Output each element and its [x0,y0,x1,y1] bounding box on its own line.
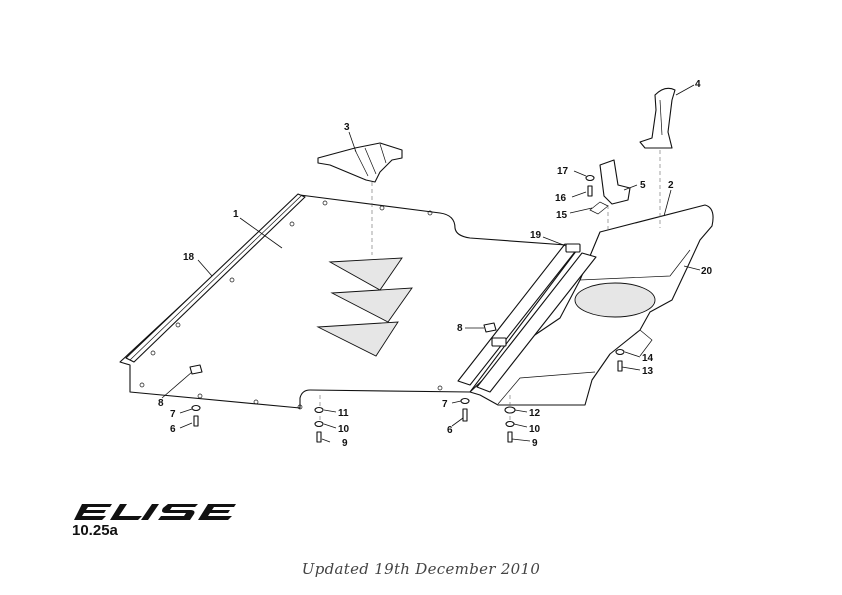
callout-6-left: 6 [170,424,176,435]
callout-13: 13 [642,366,654,377]
callout-7-left: 7 [170,409,176,420]
callout-16: 16 [555,193,567,204]
leader-lines [161,84,701,443]
callout-2: 2 [668,180,674,191]
page-reference: 10.25a [72,522,118,539]
update-note: Updated 19th December 2010 [301,560,541,578]
clip-centre [483,322,497,333]
upright-bracket [639,87,676,149]
callout-17: 17 [557,166,569,177]
assembly-lines [319,150,661,420]
front-bracket [317,142,403,183]
callout-6-centre: 6 [447,425,453,436]
callout-11: 11 [338,408,349,419]
callout-10-left: 10 [338,424,350,435]
mounting-bracket [589,159,631,215]
side-strip [125,193,306,363]
callout-19: 19 [530,230,542,241]
callout-15: 15 [556,210,568,221]
callout-9-left: 9 [342,438,348,449]
undertray-front-panel [119,194,581,410]
callout-9-right: 9 [532,438,538,449]
callout-10-right: 10 [529,424,541,435]
callout-20: 20 [701,266,713,277]
callout-5: 5 [640,180,646,191]
callout-14: 14 [642,353,654,364]
central-rail [457,243,597,393]
callout-7-centre: 7 [442,399,448,410]
callout-8-left: 8 [158,398,164,409]
elise-logo [74,504,236,520]
callout-18: 18 [183,252,195,263]
callout-labels: 1 2 3 4 5 6 6 7 7 8 8 9 9 10 10 11 12 13… [158,79,713,449]
callout-4: 4 [695,79,701,90]
callout-3: 3 [344,122,350,133]
callout-12: 12 [529,408,541,419]
fasteners [191,174,625,443]
callout-1: 1 [233,209,239,220]
callout-8-centre: 8 [457,323,463,334]
